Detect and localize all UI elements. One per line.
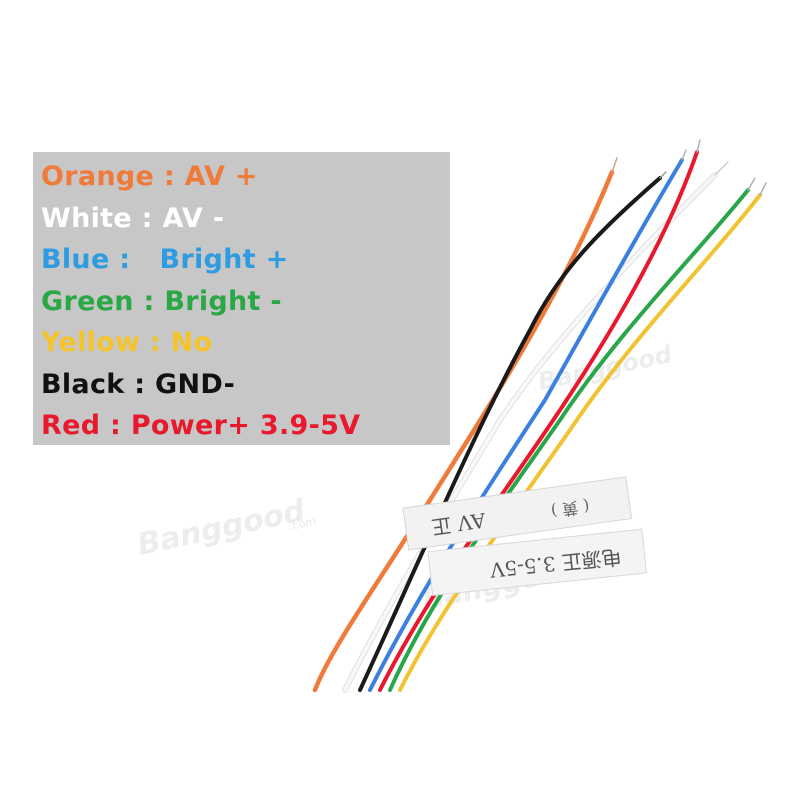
yellow-wire: [398, 193, 762, 692]
black-wire: [358, 176, 662, 692]
legend-yellow: Yellow : No: [41, 327, 213, 358]
black-wire-tip: [659, 171, 667, 179]
red-wire-tip: [696, 139, 701, 153]
wire-tags: AV 正 ( 黄 ) 电源正 3.5-5V: [402, 476, 647, 596]
white-wire-tip: [714, 161, 729, 176]
orange-wire-tip: [611, 157, 618, 173]
tag-av: AV 正 ( 黄 ): [402, 476, 633, 551]
watermark-domain: .com: [288, 515, 317, 533]
wire-color-legend: Orange : AV + White : AV - Blue : Bright…: [33, 152, 450, 445]
legend-orange: Orange : AV +: [41, 161, 258, 192]
wires: [312, 139, 767, 693]
red-wire: [378, 150, 699, 692]
blue-wire-tip: [681, 149, 687, 161]
white-wire: [343, 173, 717, 692]
legend-red: Red : Power+ 3.9-5V: [41, 410, 361, 441]
legend-white: White : AV -: [41, 202, 225, 234]
watermark-text: Banggood: [134, 493, 308, 563]
legend-green: Green : Bright -: [41, 285, 282, 317]
green-wire-tip: [747, 177, 756, 191]
green-wire: [388, 188, 750, 692]
legend-blue: Blue : Bright +: [41, 244, 289, 275]
tag-power: 电源正 3.5-5V: [427, 528, 647, 596]
blue-wire: [368, 158, 684, 692]
legend-black: Black : GND-: [41, 368, 236, 400]
yellow-wire-tip: [759, 182, 767, 196]
